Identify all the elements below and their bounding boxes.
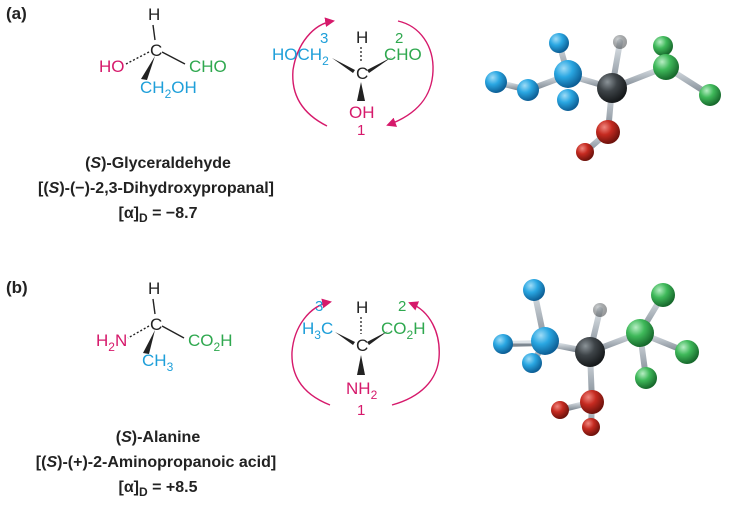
bond-c-co2h	[161, 325, 185, 339]
bond-c-ch2oh-wedge	[141, 56, 155, 80]
bond-c-h	[152, 298, 156, 315]
priority-number-3: 3	[320, 30, 328, 47]
atom-oxygen-hydroxyl	[675, 340, 699, 364]
atom-hydrogen	[522, 353, 542, 373]
bond-c-h	[152, 24, 156, 41]
alanine-3d-model	[493, 279, 699, 436]
atom-carbon-ch3	[531, 327, 559, 355]
rotation-arrow-left	[291, 298, 332, 406]
atom-h-top: H	[356, 298, 368, 317]
panel-a: (a) H C HO CHO CH2OH 3 2 1 H C HOCH2	[6, 4, 721, 225]
alanine-structure: H C H2N CO2H CH3	[96, 279, 232, 374]
bond-c-cho	[161, 51, 186, 65]
atom-carbon-co2h	[626, 319, 654, 347]
atom-c-center: C	[150, 315, 162, 334]
bond-c-ch3-wedge	[143, 330, 155, 354]
atom-c-center: C	[150, 41, 162, 60]
specific-rotation: [α]D = +8.5	[119, 479, 198, 499]
bond-h3c-wedge	[335, 332, 355, 345]
atom-hydrogen	[485, 71, 507, 93]
rotation-arrow-right	[391, 301, 440, 406]
priority-number-2: 2	[398, 298, 406, 315]
atom-hydrogen	[523, 279, 545, 301]
glyceraldehyde-caption: (S)-Glyceraldehyde [(S)-(−)-2,3-Dihydrox…	[38, 155, 274, 225]
atom-hydrogen-co2h	[635, 367, 657, 389]
panel-a-label: (a)	[6, 4, 27, 23]
group-h2n: H2N	[96, 331, 127, 354]
iupac-name: [(S)-(+)-2-Aminopropanoic acid]	[36, 454, 276, 471]
atom-oxygen-ch2oh	[517, 79, 539, 101]
atom-h-top: H	[356, 28, 368, 47]
atom-hydrogen	[549, 33, 569, 53]
bond-cho-wedge	[367, 57, 392, 73]
iupac-name: [(S)-(−)-2,3-Dihydroxypropanal]	[38, 180, 274, 197]
panel-b-label: (b)	[6, 278, 28, 297]
bond-hoch2-wedge	[332, 58, 355, 73]
atom-c-center: C	[356, 336, 368, 355]
panel-b: (b) H C H2N CO2H CH3 3 2 1 H C H3C CO2H	[6, 278, 699, 499]
rotation-arrow-left	[292, 17, 335, 127]
atom-h-top: H	[148, 5, 160, 24]
atom-c-center: C	[356, 64, 368, 83]
atom-hydrogen-oh	[576, 143, 594, 161]
atom-hydrogen-cho	[699, 84, 721, 106]
priority-number-2: 2	[395, 30, 403, 47]
group-ch2oh: CH2OH	[140, 78, 197, 101]
group-co2h: CO2H	[381, 319, 425, 342]
rotation-arrow-right	[386, 20, 434, 127]
specific-rotation: [α]D = −8.7	[119, 205, 198, 225]
atom-hydrogen-nh2	[551, 401, 569, 419]
bond-c-nh2-dashed	[127, 325, 150, 339]
atom-hydrogen	[557, 89, 579, 111]
atom-h-back	[593, 303, 607, 317]
priority-number-1: 1	[357, 122, 365, 139]
bond-c-ho-dashed	[125, 51, 150, 65]
bond-oh-wedge	[357, 82, 365, 101]
group-ch3: CH3	[142, 351, 174, 374]
atom-carbon-cho	[653, 54, 679, 80]
atom-carbon-ch2oh	[554, 60, 582, 88]
priority-number-1: 1	[357, 402, 365, 419]
alanine-priority-view: 3 2 1 H C H3C CO2H NH2	[291, 298, 440, 419]
group-cho: CHO	[384, 45, 422, 64]
bond-co2h-wedge	[367, 331, 388, 345]
atom-hydrogen-nh2	[582, 418, 600, 436]
atom-oxygen-cho	[653, 36, 673, 56]
group-h3c: H3C	[302, 319, 333, 342]
bond-nh2-wedge	[357, 355, 365, 375]
group-nh2: NH2	[346, 379, 378, 402]
compound-name: (S)-Glyceraldehyde	[85, 155, 231, 172]
atom-h-top: H	[148, 279, 160, 298]
alanine-caption: (S)-Alanine [(S)-(+)-2-Aminopropanoic ac…	[36, 429, 276, 499]
atom-carbon-stereocenter	[575, 337, 605, 367]
glyceraldehyde-structure: H C HO CHO CH2OH	[99, 5, 227, 101]
atom-carbon-stereocenter	[597, 73, 627, 103]
atom-nitrogen	[580, 390, 604, 414]
glyceraldehyde-3d-model	[485, 33, 721, 161]
compound-name: (S)-Alanine	[116, 429, 201, 446]
atom-h-back	[613, 35, 627, 49]
atom-hydrogen	[493, 334, 513, 354]
group-co2h: CO2H	[188, 331, 232, 354]
glyceraldehyde-priority-view: 3 2 1 H C HOCH2 CHO OH	[272, 17, 434, 139]
group-ho: HO	[99, 57, 125, 76]
atom-oxygen-carbonyl	[651, 283, 675, 307]
priority-number-3: 3	[315, 298, 323, 315]
group-oh: OH	[349, 103, 375, 122]
group-hoch2: HOCH2	[272, 45, 329, 68]
group-cho: CHO	[189, 57, 227, 76]
atom-oxygen-oh	[596, 120, 620, 144]
